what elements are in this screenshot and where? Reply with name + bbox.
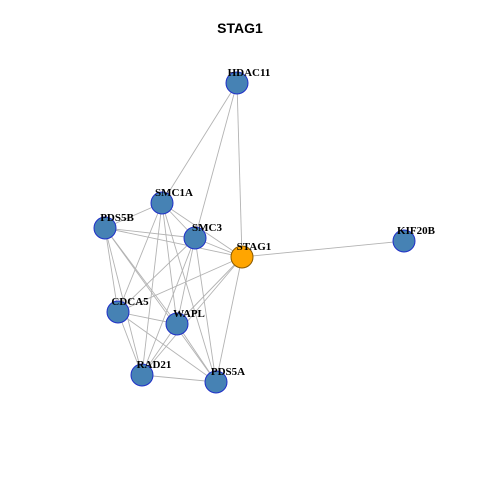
node-wapl[interactable] [165, 312, 189, 336]
node-hdac11[interactable] [225, 71, 249, 95]
node-label-pds5b: PDS5B [100, 212, 134, 224]
edge-rad21-pds5a [141, 374, 217, 383]
node-cdca5[interactable] [106, 300, 130, 324]
node-smc1a[interactable] [150, 191, 174, 215]
edge-hdac11-smc1a [161, 82, 238, 204]
edge-stag1-rad21 [141, 256, 243, 376]
node-label-smc3: SMC3 [192, 222, 222, 234]
node-label-wapl: WAPL [173, 308, 205, 320]
node-label-smc1a: SMC1A [155, 187, 193, 199]
edge-pds5b-cdca5 [104, 227, 119, 313]
node-pds5a[interactable] [204, 370, 228, 394]
edge-smc1a-wapl [161, 202, 178, 325]
node-label-hdac11: HDAC11 [228, 67, 271, 79]
edge-smc1a-pds5a [161, 202, 217, 383]
node-label-kif20b: KIF20B [397, 225, 436, 237]
edge-wapl-pds5a [176, 323, 217, 383]
node-rad21[interactable] [130, 363, 154, 387]
edge-smc3-pds5a [194, 237, 217, 383]
edge-pds5b-rad21 [104, 227, 143, 376]
edge-pds5b-smc3 [104, 227, 196, 239]
node-layer [93, 71, 416, 394]
edge-stag1-cdca5 [117, 256, 243, 313]
graph-title: STAG1 [217, 20, 263, 36]
edge-cdca5-pds5a [117, 311, 217, 383]
edge-smc1a-cdca5 [117, 202, 163, 313]
node-label-cdca5: CDCA5 [111, 296, 149, 308]
edge-hdac11-stag1 [236, 82, 243, 258]
edge-layer [104, 82, 405, 383]
edge-stag1-pds5a [215, 256, 243, 383]
edge-stag1-kif20b [241, 240, 405, 258]
node-label-rad21: RAD21 [137, 359, 172, 371]
edge-smc1a-rad21 [141, 202, 163, 376]
edge-smc3-rad21 [141, 237, 196, 376]
edge-smc3-cdca5 [117, 237, 196, 313]
node-stag1[interactable] [230, 245, 254, 269]
node-kif20b[interactable] [392, 229, 416, 253]
edge-pds5b-pds5a [104, 227, 217, 383]
node-pds5b[interactable] [93, 216, 117, 240]
node-label-stag1: STAG1 [237, 241, 272, 253]
edge-hdac11-smc3 [194, 82, 238, 239]
node-smc3[interactable] [183, 226, 207, 250]
node-label-pds5a: PDS5A [211, 366, 245, 378]
edge-stag1-wapl [176, 256, 243, 325]
edge-smc3-wapl [176, 237, 196, 325]
